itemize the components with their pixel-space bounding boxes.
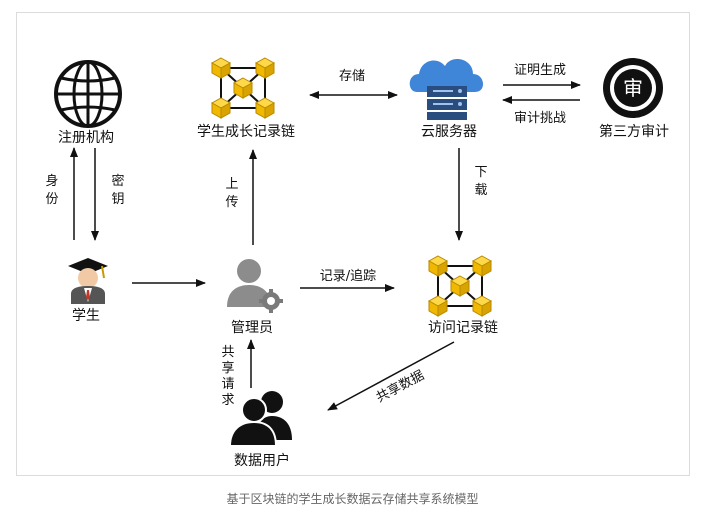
arrow-share-data <box>327 341 455 411</box>
edge-key-label: 密 钥 <box>111 173 124 207</box>
svg-text:求: 求 <box>221 393 234 408</box>
cloud-server-icon <box>409 59 484 120</box>
svg-text:钥: 钥 <box>111 192 124 207</box>
svg-text:份: 份 <box>45 192 58 207</box>
svg-text:共: 共 <box>221 345 234 360</box>
blockchain-growth-icon <box>211 57 275 119</box>
svg-text:身: 身 <box>45 173 58 189</box>
svg-text:密: 密 <box>111 173 124 189</box>
node-registrar-label: 注册机构 <box>58 130 114 146</box>
student-icon <box>68 258 108 304</box>
node-student-label: 学生 <box>72 308 100 324</box>
auditor-seal-glyph: 审 <box>623 76 643 100</box>
svg-text:传: 传 <box>225 195 238 210</box>
edge-identity-label: 身 份 <box>45 173 58 207</box>
figure-caption: 基于区块链的学生成长数据云存储共享系统模型 <box>226 492 479 506</box>
edge-download-label: 下 载 <box>474 165 487 198</box>
node-cloud-label: 云服务器 <box>421 124 477 140</box>
node-auditor-label: 第三方审计 <box>599 123 669 140</box>
edge-proof-label: 证明生成 <box>514 63 566 78</box>
svg-text:请: 请 <box>221 377 234 392</box>
svg-text:下: 下 <box>474 165 487 180</box>
edge-store-label: 存储 <box>339 69 365 84</box>
node-admin-label: 管理员 <box>231 320 273 336</box>
node-access-chain-label: 访问记录链 <box>428 320 498 336</box>
svg-text:享: 享 <box>221 360 234 376</box>
globe-icon <box>54 60 122 128</box>
edge-challenge-label: 审计挑战 <box>514 111 566 126</box>
blockchain-access-icon <box>428 255 492 317</box>
diagram-frame <box>16 12 690 476</box>
svg-text:载: 载 <box>474 183 487 198</box>
admin-icon <box>227 259 283 313</box>
edge-record-label: 记录/追踪 <box>320 268 376 284</box>
edge-share-request-label: 共 享 请 求 <box>221 345 234 408</box>
svg-text:上: 上 <box>225 177 238 192</box>
edge-upload-label: 上 传 <box>225 177 238 210</box>
edge-share-data-label: 共享数据 <box>373 367 426 406</box>
node-growth-chain-label: 学生成长记录链 <box>197 124 295 140</box>
data-users-icon <box>228 391 292 447</box>
node-data-users-label: 数据用户 <box>234 452 290 469</box>
auditor-seal-icon: 审 <box>603 58 663 118</box>
